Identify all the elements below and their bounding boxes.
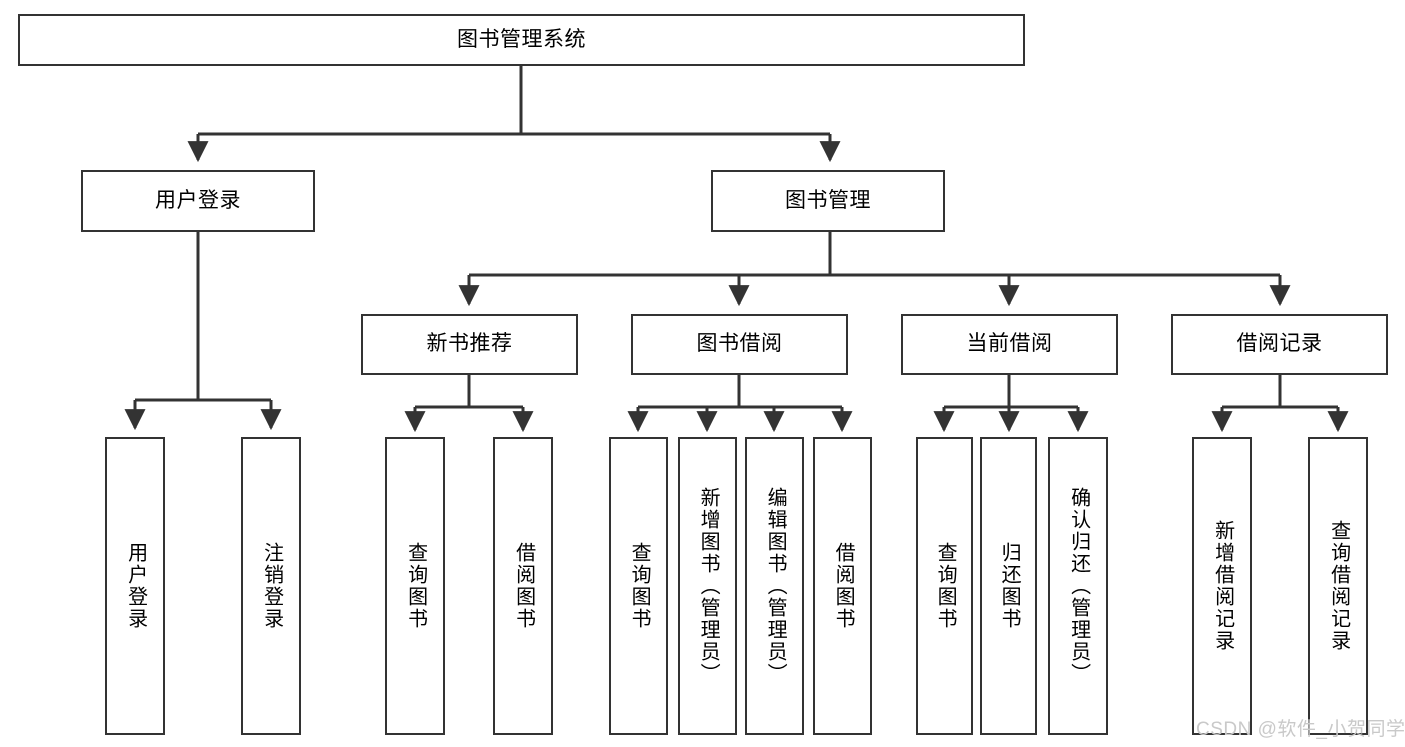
node-new-book-recommend[interactable]: 新书推荐 xyxy=(361,314,578,375)
node-book-management[interactable]: 图书管理 xyxy=(711,170,945,232)
leaf-user-login-signout[interactable]: 注销登录 xyxy=(241,437,301,735)
node-label: 当前借阅 xyxy=(966,332,1053,356)
node-label: 确认归还（管理员） xyxy=(1067,487,1090,685)
node-label: 借阅图书 xyxy=(832,542,855,630)
node-current-borrow[interactable]: 当前借阅 xyxy=(901,314,1118,375)
node-label: 用户登录 xyxy=(124,542,147,630)
node-label: 图书借阅 xyxy=(696,332,783,356)
leaf-borrow-edit-book-admin[interactable]: 编辑图书（管理员） xyxy=(745,437,804,735)
node-label: 注销登录 xyxy=(260,542,283,630)
node-label: 归还图书 xyxy=(998,542,1021,630)
leaf-recommend-borrow-book[interactable]: 借阅图书 xyxy=(493,437,553,735)
node-borrow-record[interactable]: 借阅记录 xyxy=(1171,314,1388,375)
leaf-record-query-record[interactable]: 查询借阅记录 xyxy=(1308,437,1368,735)
node-book-borrow[interactable]: 图书借阅 xyxy=(631,314,848,375)
leaf-current-query-book[interactable]: 查询图书 xyxy=(916,437,973,735)
node-label: 查询图书 xyxy=(404,542,427,630)
node-label: 新书推荐 xyxy=(426,332,513,356)
node-label: 编辑图书（管理员） xyxy=(764,487,787,685)
leaf-borrow-borrow-book[interactable]: 借阅图书 xyxy=(813,437,872,735)
leaf-user-login-signin[interactable]: 用户登录 xyxy=(105,437,165,735)
node-label: 图书管理系统 xyxy=(457,27,586,51)
node-label: 新增借阅记录 xyxy=(1211,520,1234,652)
node-user-login[interactable]: 用户登录 xyxy=(81,170,315,232)
leaf-borrow-add-book-admin[interactable]: 新增图书（管理员） xyxy=(678,437,737,735)
node-label: 新增图书（管理员） xyxy=(697,487,720,685)
node-label: 查询图书 xyxy=(934,542,957,630)
node-label: 用户登录 xyxy=(155,188,241,212)
node-label: 图书管理 xyxy=(785,188,871,212)
node-label: 借阅图书 xyxy=(512,542,535,630)
leaf-current-return-book[interactable]: 归还图书 xyxy=(980,437,1037,735)
node-label: 查询借阅记录 xyxy=(1327,520,1350,652)
leaf-current-confirm-return-admin[interactable]: 确认归还（管理员） xyxy=(1048,437,1108,735)
node-label: 查询图书 xyxy=(628,542,651,630)
leaf-record-add-record[interactable]: 新增借阅记录 xyxy=(1192,437,1252,735)
node-root-system[interactable]: 图书管理系统 xyxy=(18,14,1025,66)
leaf-borrow-query-book[interactable]: 查询图书 xyxy=(609,437,668,735)
node-label: 借阅记录 xyxy=(1236,332,1323,356)
leaf-recommend-query-book[interactable]: 查询图书 xyxy=(385,437,445,735)
csdn-watermark: CSDN @软件_小贺同学 xyxy=(1196,719,1405,740)
